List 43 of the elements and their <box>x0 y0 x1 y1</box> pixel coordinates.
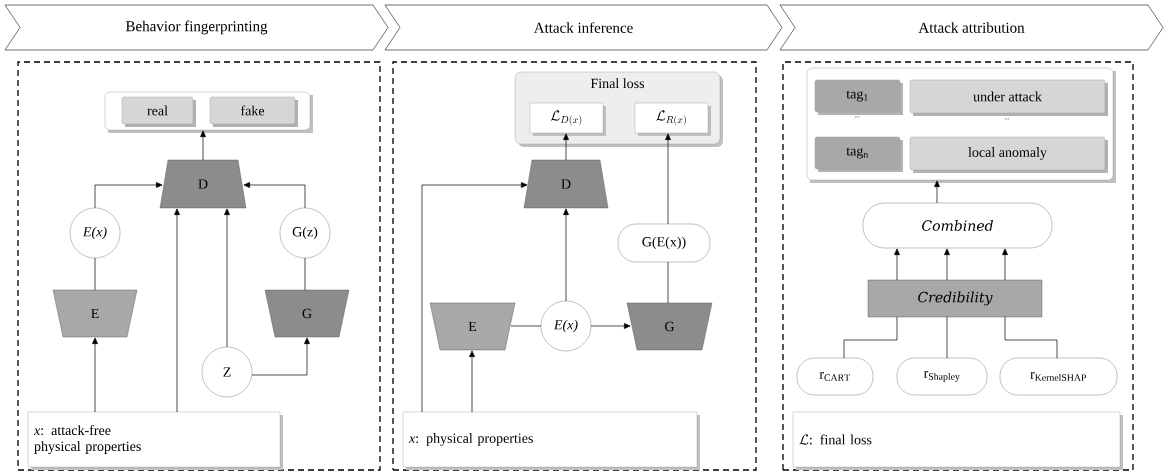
input-box: x: attack-free physical properties <box>27 411 283 470</box>
arrow <box>92 337 98 413</box>
arrow <box>563 133 569 161</box>
arrow <box>934 180 940 204</box>
network-trapezoid: G <box>264 289 350 338</box>
arrow <box>563 208 569 302</box>
credibility-box: Credibility <box>867 279 1043 318</box>
label-box: under attack <box>909 79 1108 116</box>
stage-banner: Attack inference <box>384 4 783 51</box>
arrow <box>944 248 950 281</box>
arrow <box>665 133 671 225</box>
network-trapezoid: E <box>429 302 516 351</box>
label-box: real <box>121 96 196 127</box>
rounded-box: Combined <box>862 202 1053 249</box>
arrow <box>469 350 475 413</box>
arrow <box>590 323 631 329</box>
arrow <box>200 130 206 161</box>
label-box: fake <box>209 96 298 127</box>
input-box: $\mathcal{L}\text{: final loss}$ <box>792 411 1123 470</box>
rounded-box: $\mathrm{r}_{\mathrm{CART}}$ <box>796 357 874 396</box>
arrow <box>224 208 230 348</box>
label-box: local anomaly <box>909 136 1108 173</box>
tag-box: tag$_{n}$ <box>814 136 903 172</box>
network-trapezoid: D <box>159 159 247 209</box>
arrow <box>94 182 163 209</box>
arrow <box>174 208 180 413</box>
rounded-box: $\mathrm{r}_{\mathrm{Shapley}}$ <box>896 357 988 396</box>
input-box: x: physical properties <box>402 411 700 470</box>
tag-box: tag$_{1}$ <box>814 79 903 115</box>
loss-term-box: $\mathcal{L}_{D(x)}$ <box>529 102 606 136</box>
arrow <box>1002 248 1008 281</box>
arrow <box>251 337 310 376</box>
stage-banner: Behavior fingerprinting <box>4 4 389 51</box>
rounded-box: $\mathrm{r}_{\mathrm{KernelSHAP}}$ <box>999 357 1118 396</box>
loss-term-box: $\mathcal{L}_{R(x)}$ <box>634 102 711 136</box>
network-trapezoid: D <box>523 159 609 209</box>
stage-banner: Attack attribution <box>779 4 1164 51</box>
arrow <box>243 182 306 209</box>
network-trapezoid: G <box>626 302 713 351</box>
network-trapezoid: E <box>52 289 138 338</box>
arrow <box>894 248 900 281</box>
rounded-box: G(E(x)) <box>617 223 711 263</box>
arrow <box>421 182 528 413</box>
